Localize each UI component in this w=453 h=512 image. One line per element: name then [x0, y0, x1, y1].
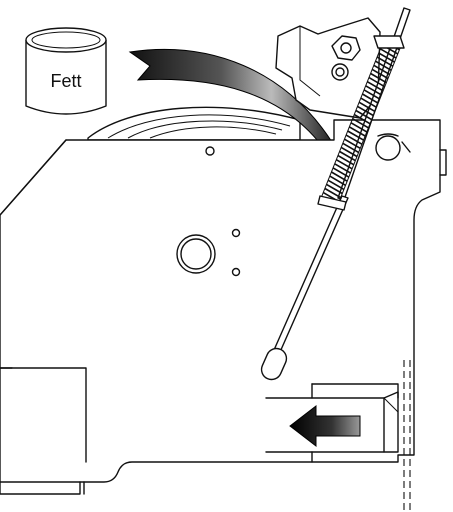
spring-edge	[321, 40, 385, 197]
grease-can: Fett	[25, 27, 107, 115]
dashed-guides	[403, 360, 411, 512]
slide-mechanism	[265, 383, 399, 463]
direction-arrow-icon	[289, 404, 361, 448]
housing-holes	[176, 133, 411, 277]
grease-can-label: Fett	[50, 71, 81, 91]
spring-edge	[337, 47, 401, 204]
grinding-wheel	[87, 106, 301, 141]
machine-housing	[0, 119, 447, 495]
spring-clip	[317, 35, 405, 211]
